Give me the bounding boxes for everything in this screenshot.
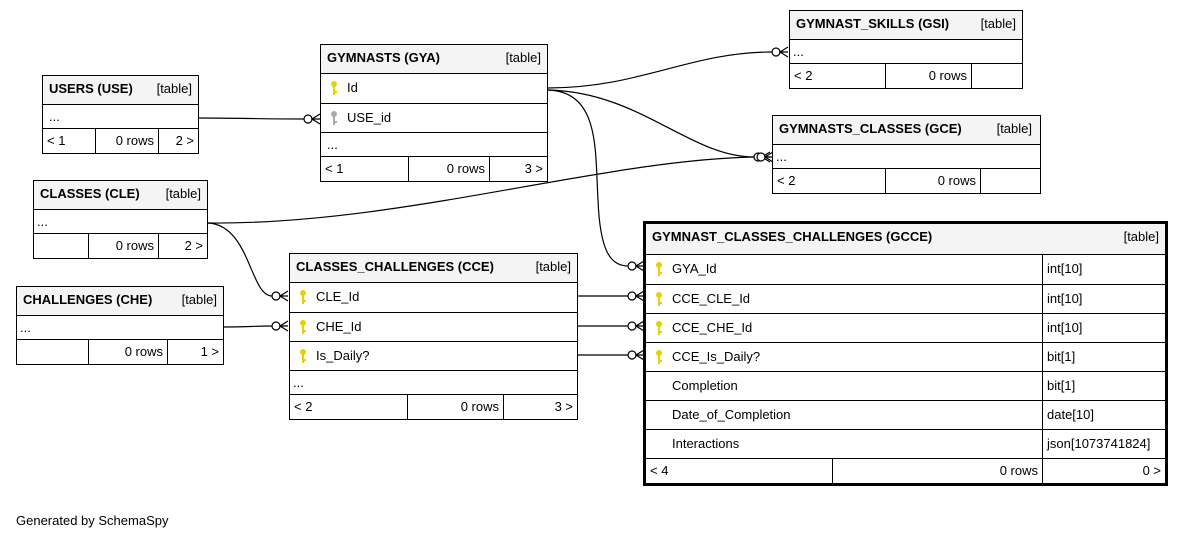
crow-foot-icon: [271, 320, 289, 332]
table-footer: 0 rows 2 >: [34, 234, 207, 258]
primary-key-icon: [656, 321, 662, 335]
primary-key-icon: [331, 81, 337, 95]
edge-classes-gymnasts-classes: [207, 156, 755, 224]
crow-foot-icon: [627, 320, 645, 332]
table-row: CLE_Id: [290, 283, 577, 313]
table-row: Date_of_Completion date[10]: [646, 401, 1165, 430]
primary-key-icon: [300, 320, 306, 334]
edge-challenges-cce: [223, 325, 273, 328]
edge-users-gymnasts: [198, 117, 305, 120]
table-footer: < 4 0 rows 0 >: [646, 459, 1165, 483]
edge-gymnasts-gymnasts-classes: [547, 89, 755, 158]
table-name: GYMNAST_SKILLS (GSI): [796, 16, 950, 31]
foreign-key-icon: [331, 111, 337, 125]
edge-gymnasts-skills: [547, 51, 773, 89]
table-gymnast-skills[interactable]: GYMNAST_SKILLS (GSI) [table] ... < 2 0 r…: [789, 10, 1023, 89]
list-item: ...: [43, 105, 198, 129]
table-name: CLASSES (CLE): [40, 186, 140, 201]
crow-foot-icon: [303, 113, 321, 125]
crow-foot-icon: [271, 290, 289, 302]
table-footer: < 2 0 rows: [773, 169, 1040, 193]
table-footer: < 2 0 rows 3 >: [290, 395, 577, 419]
crow-foot-icon: [627, 260, 645, 272]
crow-foot-icon: [627, 349, 645, 361]
table-footer: 0 rows 1 >: [17, 340, 223, 364]
list-item: ...: [290, 371, 577, 395]
crow-foot-icon: [771, 46, 789, 58]
crow-foot-icon: [756, 151, 774, 163]
table-row: CCE_CHE_Id int[10]: [646, 314, 1165, 343]
table-kind: [table]: [181, 292, 217, 307]
table-footer: < 1 0 rows 2 >: [43, 129, 198, 153]
table-classes-challenges[interactable]: CLASSES_CHALLENGES (CCE) [table] CLE_Id …: [289, 253, 578, 420]
table-row: Interactions json[1073741824]: [646, 430, 1165, 459]
list-item: ...: [773, 145, 1040, 169]
crow-foot-icon: [627, 290, 645, 302]
table-gymnast-classes-challenges[interactable]: GYMNAST_CLASSES_CHALLENGES (GCCE) [table…: [643, 221, 1168, 486]
table-kind: [table]: [165, 186, 201, 201]
primary-key-icon: [656, 350, 662, 364]
table-challenges[interactable]: CHALLENGES (CHE) [table] ... 0 rows 1 >: [16, 286, 224, 365]
table-name: GYMNASTS (GYA): [327, 50, 440, 65]
edge-gymnasts-gcce: [547, 89, 629, 267]
table-row: CCE_Is_Daily? bit[1]: [646, 343, 1165, 372]
table-footer: < 2 0 rows: [790, 64, 1022, 88]
list-item: ...: [34, 210, 207, 234]
table-kind: [table]: [1123, 229, 1159, 244]
table-kind: [table]: [156, 81, 192, 96]
table-row: CHE_Id: [290, 313, 577, 342]
table-kind: [table]: [535, 259, 571, 274]
table-name: GYMNASTS_CLASSES (GCE): [779, 121, 962, 136]
table-kind: [table]: [505, 50, 541, 65]
table-kind: [table]: [996, 121, 1032, 136]
primary-key-icon: [300, 349, 306, 363]
table-row: GYA_Id int[10]: [646, 255, 1165, 285]
table-row: USE_id: [321, 104, 547, 133]
table-name: CHALLENGES (CHE): [23, 292, 153, 307]
table-name: USERS (USE): [49, 81, 133, 96]
table-row: Is_Daily?: [290, 342, 577, 371]
table-name: CLASSES_CHALLENGES (CCE): [296, 259, 494, 274]
primary-key-icon: [656, 262, 662, 276]
table-name: GYMNAST_CLASSES_CHALLENGES (GCCE): [652, 229, 933, 244]
primary-key-icon: [300, 290, 306, 304]
table-gymnasts-classes[interactable]: GYMNASTS_CLASSES (GCE) [table] ... < 2 0…: [772, 115, 1041, 194]
table-row: Id: [321, 74, 547, 104]
generated-by-footer: Generated by SchemaSpy: [16, 513, 169, 528]
primary-key-icon: [656, 292, 662, 306]
list-item: ...: [321, 133, 547, 157]
table-row: Completion bit[1]: [646, 372, 1165, 401]
table-gymnasts[interactable]: GYMNASTS (GYA) [table] Id USE_id ... < 1…: [320, 44, 548, 182]
table-kind: [table]: [980, 16, 1016, 31]
table-users[interactable]: USERS (USE) [table] ... < 1 0 rows 2 >: [42, 75, 199, 154]
list-item: ...: [790, 40, 1022, 64]
table-classes[interactable]: CLASSES (CLE) [table] ... 0 rows 2 >: [33, 180, 208, 259]
edge-classes-cce: [207, 222, 273, 297]
list-item: ...: [17, 316, 223, 340]
table-footer: < 1 0 rows 3 >: [321, 157, 547, 181]
table-row: CCE_CLE_Id int[10]: [646, 285, 1165, 314]
